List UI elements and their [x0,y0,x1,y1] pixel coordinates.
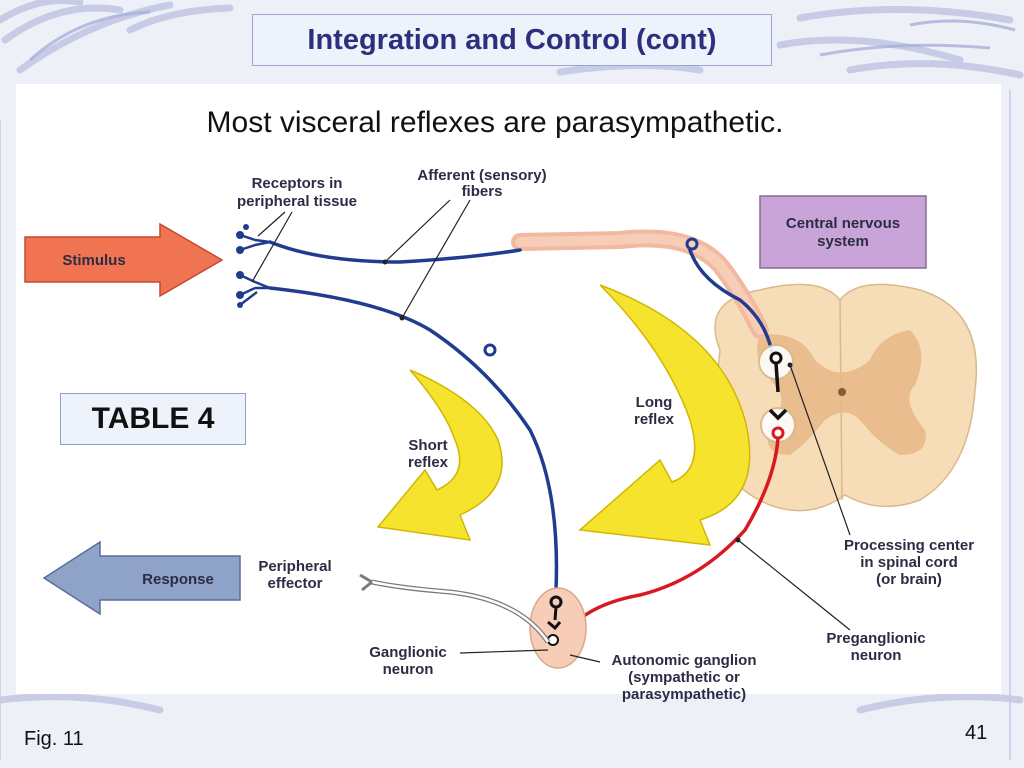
title-box: Integration and Control (cont) [252,14,772,66]
ganglionic-label-1: Ganglionic [369,644,447,661]
long-reflex-label-2: reflex [634,411,675,428]
afferent-label-1: Afferent (sensory) [417,167,546,184]
svg-text:system: system [817,233,869,250]
cns-box: Central nervous system [759,195,927,269]
short-reflex-label-2: reflex [408,454,449,471]
long-reflex-label-1: Long [636,394,673,411]
table-reference-label: TABLE 4 [91,402,215,435]
ganglion-label-3: parasympathetic) [622,686,746,703]
response-label: Response [142,571,214,588]
processing-label-3: (or brain) [876,571,942,588]
short-reflex-arrow [376,369,503,541]
stimulus-arrow: Stimulus [24,222,224,298]
response-arrow: Response [42,540,241,616]
stimulus-label: Stimulus [62,252,125,269]
spinal-cord [711,283,977,512]
preganglionic-label-1: Preganglionic [826,630,925,647]
table-reference: TABLE 4 [60,393,246,445]
long-reflex-arrow [578,284,751,546]
preganglionic-fiber [563,437,780,636]
afferent-label-2: fibers [462,183,503,200]
receptors-label-2: peripheral tissue [237,193,357,210]
slide-title: Integration and Control (cont) [307,23,717,56]
ganglion-label-2: (sympathetic or [628,669,740,686]
short-reflex-label-1: Short [408,437,447,454]
figure-label: Fig. 11 [24,728,84,750]
svg-text:Central nervous: Central nervous [786,215,900,232]
slide-subtitle: Most visceral reflexes are parasympathet… [206,106,784,139]
ganglion-label-1: Autonomic ganglion [612,652,757,669]
preganglionic-label-2: neuron [851,647,902,664]
processing-label-2: in spinal cord [860,554,958,571]
receptors-label-1: Receptors in [252,175,343,192]
processing-label-1: Processing center [844,537,974,554]
ganglionic-label-2: neuron [383,661,434,678]
effector-label-2: effector [267,575,322,592]
page-number: 41 [965,722,988,744]
effector-label-1: Peripheral [258,558,331,575]
receptors [236,224,271,308]
afferent-fibers [268,240,774,592]
